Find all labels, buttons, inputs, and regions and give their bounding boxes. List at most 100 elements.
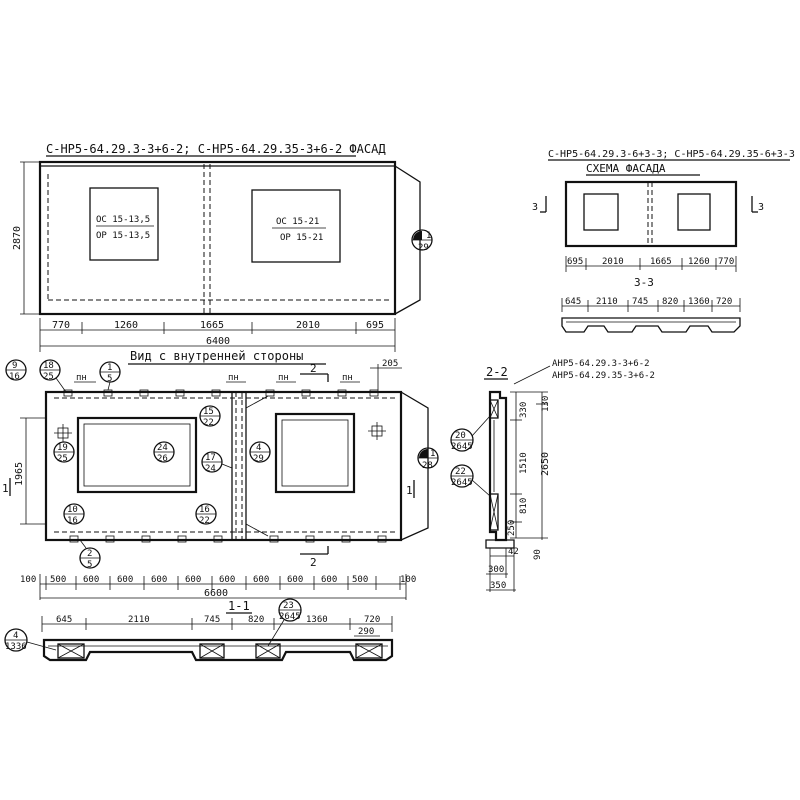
interior-bdim-10: 600 [321,575,337,585]
schema-section-profile [561,317,741,333]
callout-top: 1 [430,449,435,459]
schema-sec-dim-5: 1360 [688,297,710,307]
callout-bottom: 1336 [5,642,27,652]
callout-4-1336: 4 1336 [4,628,57,652]
interior-bdim-2: 500 [50,575,66,585]
callout-top: 1 [107,363,112,373]
facade-dim-4: 2010 [296,320,320,331]
schema-sec-dim-1: 645 [565,297,581,307]
callout-top: 16 [199,505,210,515]
callout-2-5: 2 5 [79,539,101,570]
callout-15-22: 15 22 [199,405,221,428]
callout-top: 4 [13,631,18,641]
schema-section-label: 3-3 [634,276,654,289]
facade-panel-outline [38,160,397,316]
facade-view: С-НР5-64.29.3-3+6-2; С-НР5-64.29.35-3+6-… [12,142,433,352]
section-1-1: 1-1 645 2110 745 820 1360 720 290 [4,598,394,662]
facade-dim-5: 695 [366,320,384,331]
schema-title: С-НР5-64.29.3-6+3-3; С-НР5-64.29.35-6+3-… [548,149,795,160]
facade-opening-right [251,189,341,263]
facade-section-top: 1 [426,231,431,241]
sec2-dim-42: 42 [508,547,519,557]
callout-top: 18 [43,361,54,371]
callout-17-24: 17 24 [201,451,233,474]
interior-mark-2-top: 2 [310,362,317,375]
facade-dim-1: 770 [52,320,70,331]
interior-bdim-6: 600 [185,575,201,585]
section-2-2-label: 2-2 [486,365,508,379]
interior-top-dim: 205 [382,359,398,369]
facade-dim-2: 1260 [114,320,138,331]
callout-bottom: 25 [43,372,54,382]
sec2-dim-130: 130 [541,396,551,412]
schema-sec-dim-4: 820 [662,297,678,307]
interior-bdim-4: 600 [117,575,133,585]
interior-top-lugs [63,389,379,397]
opening-left-label-2: ОР 15-13,5 [96,231,150,241]
callout-1-5: 1 5 [99,361,121,391]
section-1-1-label: 1-1 [228,599,250,613]
interior-bdim-1: 100 [20,575,36,585]
callout-top: 15 [203,407,214,417]
schema-sec-dim-3: 745 [632,297,648,307]
callout-top: 24 [157,443,168,453]
schema-dim-1: 695 [567,257,583,267]
facade-dim-3: 1665 [200,320,224,331]
interior-bdim-5: 600 [151,575,167,585]
sec2-dim-330: 330 [519,402,529,418]
pn-label-3: пн [278,373,289,383]
section-2-2-note-2: АНР5-64.29.35-3+6-2 [552,371,655,381]
facade-opening-left [89,187,159,261]
callout-20-2645: 20 2645 [450,415,491,452]
sec1-dim-1: 645 [56,615,72,625]
callout-bottom: 5 [87,560,92,570]
callout-bottom: 29 [253,454,264,464]
interior-total-dim: 6600 [204,588,228,599]
facade-section-bottom: 29 [418,243,429,253]
callout-top: 2 [87,549,92,559]
schema-dim-5: 770 [718,257,734,267]
callout-top: 17 [205,453,216,463]
interior-view: Вид с внутренней стороны 205 2 [2,349,439,600]
sec2-dim-2650: 2650 [540,452,551,476]
pn-label-2: пн [228,373,239,383]
sec2-dim-90: 90 [533,549,543,560]
callout-19-25: 19 25 [53,441,75,464]
sec2-dim-300: 300 [488,565,504,575]
section-2-2-note-1: АНР5-64.29.3-3+6-2 [552,359,650,369]
callout-top: 10 [67,505,78,515]
sec2-dim-1510: 1510 [519,452,529,474]
callout-10-16: 10 16 [63,503,85,526]
callout-bottom: 16 [9,372,20,382]
schema-subtitle: СХЕМА ФАСАДА [586,162,666,175]
schema-sec-dim-2: 2110 [596,297,618,307]
callout-bottom: 16 [67,516,78,526]
interior-bdim-3: 600 [83,575,99,585]
callout-23-2645: 23 2645 [267,598,302,647]
callout-bottom: 28 [422,461,433,471]
callout-top: 23 [283,601,294,611]
interior-opening-left [76,416,198,494]
section-2-2: 2-2 АНР5-64.29.3-3+6-2 АНР5-64.29.35-3+6… [450,359,655,592]
schema-view: С-НР5-64.29.3-6+3-3; С-НР5-64.29.35-6+3-… [532,149,795,333]
callout-bottom: 22 [203,418,214,428]
callout-top: 4 [256,443,261,453]
interior-bdim-12: 100 [400,575,416,585]
sec1-dim-2: 2110 [128,615,150,625]
interior-mark-2-bottom: 2 [310,556,317,569]
callout-16-22: 16 22 [195,503,217,526]
pn-label-4: пн [342,373,353,383]
callout-bottom: 5 [107,374,112,384]
opening-right-label-1: ОС 15-21 [276,217,319,227]
sec2-dim-250: 250 [507,520,517,536]
opening-right-label-2: ОР 15-21 [280,233,323,243]
schema-dim-2: 2010 [602,257,624,267]
callout-1-28: 1 28 [417,447,439,471]
interior-mark-1-right: 1 [406,484,413,497]
interior-bottom-lugs [69,535,387,543]
sec1-dim-3: 745 [204,615,220,625]
schema-dim-3: 1665 [650,257,672,267]
callout-18-25: 18 25 [39,359,67,393]
pn-label-1: пн [76,373,87,383]
